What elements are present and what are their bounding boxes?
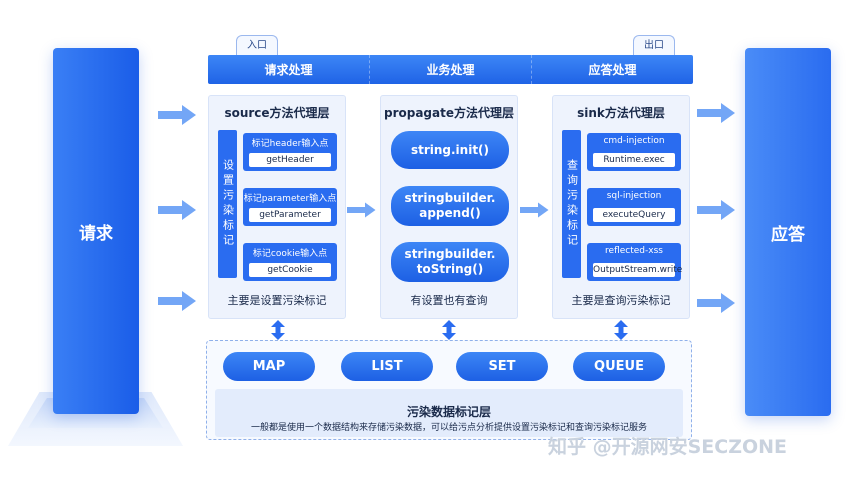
source-side-label: 设置污染标记 [218, 130, 237, 278]
structure-queue: QUEUE [573, 352, 665, 381]
sink-item-label: cmd-injection [603, 136, 665, 146]
sink-item-label: reflected-xss [605, 246, 663, 256]
phase-request: 请求处理 [264, 63, 313, 77]
sink-side-label: 查询污染标记 [562, 130, 581, 278]
request-pillar: 请求 [53, 48, 139, 414]
bidirectional-arrow-icon [271, 320, 285, 340]
arrow-right-icon [347, 202, 376, 218]
structure-list: LIST [341, 352, 433, 381]
source-footer: 主要是设置污染标记 [227, 294, 327, 307]
exit-tag: 出口 [633, 35, 675, 55]
arrow-right-icon [158, 200, 196, 220]
structure-map: MAP [223, 352, 315, 381]
request-label: 请求 [79, 223, 113, 244]
source-item: 标记cookie输入点 getCookie [243, 243, 337, 281]
arrow-right-icon [697, 293, 735, 313]
propagate-panel: propagate方法代理层 string.init() stringbuild… [380, 95, 518, 319]
source-item: 标记parameter输入点 getParameter [243, 188, 337, 226]
sink-footer: 主要是查询污染标记 [571, 294, 671, 307]
propagate-footer: 有设置也有查询 [410, 294, 488, 307]
source-item-label: 标记cookie输入点 [252, 249, 328, 259]
sink-item-method: Runtime.exec [593, 153, 675, 167]
source-item-method: getHeader [249, 153, 331, 167]
arrow-right-icon [158, 105, 196, 125]
phase-header: 请求处理 业务处理 应答处理 [208, 55, 693, 84]
propagate-title: propagate方法代理层 [383, 106, 514, 120]
sink-panel: sink方法代理层 查询污染标记 cmd-injection Runtime.e… [552, 95, 690, 319]
source-item: 标记header输入点 getHeader [243, 133, 337, 171]
entry-tag: 入口 [236, 35, 278, 55]
bidirectional-arrow-icon [614, 320, 628, 340]
sink-title: sink方法代理层 [577, 106, 665, 120]
phase-business: 业务处理 [369, 55, 531, 84]
response-label: 应答 [771, 224, 805, 245]
arrow-right-icon [520, 202, 549, 218]
layer-description: 一般都是使用一个数据结构来存储污染数据，可以给污点分析提供设置污染标记和查询污染… [250, 423, 647, 433]
sink-item-method: executeQuery [593, 208, 675, 222]
sink-item-label: sql-injection [606, 191, 662, 201]
source-item-method: getParameter [249, 208, 331, 222]
sink-item-method: OutputStream.write [593, 263, 683, 277]
structure-set: SET [456, 352, 548, 381]
response-pillar: 应答 [745, 48, 831, 416]
source-item-method: getCookie [249, 263, 331, 277]
layer-title: 污染数据标记层 [406, 405, 491, 419]
source-panel: source方法代理层 设置污染标记 标记header输入点 getHeader… [208, 95, 346, 319]
sink-item: reflected-xss OutputStream.write [587, 243, 683, 281]
sink-item: cmd-injection Runtime.exec [587, 133, 681, 171]
watermark: 知乎 @开源网安SECZONE [548, 436, 788, 458]
source-title: source方法代理层 [224, 106, 330, 120]
source-item-label: 标记header输入点 [251, 139, 329, 149]
layer-info-band [215, 389, 683, 437]
propagate-pill: stringbuilder. append() [391, 186, 509, 226]
arrow-right-icon [697, 200, 735, 220]
arrow-right-icon [697, 103, 735, 123]
bidirectional-arrow-icon [442, 320, 456, 340]
source-item-label: 标记parameter输入点 [243, 194, 337, 204]
propagate-pill: string.init() [391, 131, 509, 169]
phase-response: 应答处理 [531, 55, 693, 84]
taint-data-layer: MAP LIST SET QUEUE 污染数据标记层 一般都是使用一个数据结构来… [206, 340, 692, 440]
propagate-pill: stringbuilder. toString() [391, 242, 509, 282]
sink-item: sql-injection executeQuery [587, 188, 681, 226]
arrow-right-icon [158, 291, 196, 311]
